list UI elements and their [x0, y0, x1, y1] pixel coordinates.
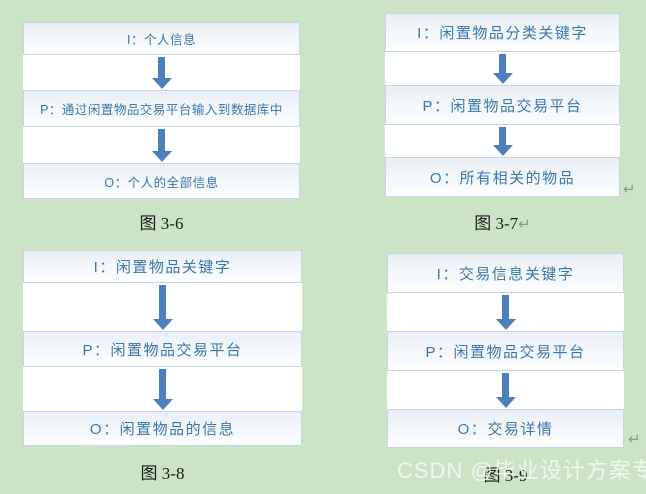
process-box-label: P：闲置物品交易平台: [425, 343, 586, 361]
down-arrow-icon: [492, 127, 513, 156]
arrow-cell: [385, 52, 620, 85]
output-box: O：所有相关的物品: [385, 157, 620, 197]
input-box: I：闲置物品分类关键字: [385, 13, 620, 52]
arrow-head: [495, 319, 516, 330]
arrow-stem: [502, 295, 509, 319]
output-box: O：交易详情: [387, 409, 624, 448]
paragraph-mark-icon: ↵: [623, 180, 636, 198]
ipo-diagram-3-6: I：个人信息 P：通过闲置物品交易平台输入到数据库中 O：个人的全部信息: [23, 22, 300, 199]
arrow-stem: [502, 373, 509, 397]
output-box-label: O：所有相关的物品: [429, 169, 576, 187]
input-box-label: I：个人信息: [127, 33, 196, 47]
down-arrow-icon: [151, 57, 172, 89]
input-box-label: I：闲置物品关键字: [93, 259, 232, 276]
arrow-stem: [159, 285, 166, 319]
down-arrow-icon: [152, 369, 173, 410]
process-box: P：闲置物品交易平台: [387, 331, 624, 371]
process-box: P：闲置物品交易平台: [385, 85, 620, 125]
output-box-label: O：个人的全部信息: [104, 175, 219, 190]
arrow-cell: [387, 293, 624, 331]
arrow-stem: [499, 127, 506, 145]
down-arrow-icon: [151, 129, 172, 162]
input-box: I：个人信息: [23, 22, 300, 55]
arrow-cell: [23, 127, 300, 163]
input-box-label: I：闲置物品分类关键字: [417, 25, 588, 42]
arrow-head: [492, 73, 513, 84]
arrow-head: [495, 397, 516, 408]
output-box-label: O：交易详情: [457, 421, 554, 438]
figure-caption-3-8: 图 3-8: [23, 459, 302, 484]
output-box-label: O：闲置物品的信息: [89, 421, 236, 438]
arrow-cell: [23, 55, 300, 90]
arrow-stem: [159, 369, 166, 399]
arrow-head: [152, 399, 173, 410]
figure-caption-3-6: 图 3-6: [23, 209, 300, 234]
input-box: I：交易信息关键字: [387, 253, 624, 293]
input-box: I：闲置物品关键字: [23, 250, 302, 283]
ipo-diagram-3-7: I：闲置物品分类关键字 P：闲置物品交易平台 O：所有相关的物品: [385, 13, 620, 197]
figure-caption-3-7: 图 3-7↵: [385, 209, 620, 234]
arrow-cell: [23, 283, 302, 331]
process-box-label: P：闲置物品交易平台: [82, 341, 243, 359]
caption-text: 图 3-8: [140, 464, 185, 483]
caption-text: 图 3-7: [474, 214, 519, 233]
process-box-label: P：通过闲置物品交易平台输入到数据库中: [40, 103, 283, 117]
paragraph-mark-icon: ↵: [628, 430, 641, 448]
arrow-head: [492, 145, 513, 156]
down-arrow-icon: [495, 295, 516, 330]
input-box-label: I：交易信息关键字: [436, 265, 575, 283]
arrow-cell: [387, 371, 624, 409]
down-arrow-icon: [152, 285, 173, 330]
caption-text: 图 3-6: [139, 214, 184, 233]
down-arrow-icon: [492, 54, 513, 84]
arrow-head: [151, 151, 172, 162]
arrow-stem: [158, 57, 165, 78]
process-box: P：闲置物品交易平台: [23, 331, 302, 367]
arrow-cell: [23, 367, 302, 411]
caption-text: 图 3-9: [483, 466, 528, 485]
process-box-label: P：闲置物品交易平台: [422, 97, 583, 115]
ipo-diagram-3-8: I：闲置物品关键字 P：闲置物品交易平台 O：闲置物品的信息: [23, 250, 302, 446]
process-box: P：通过闲置物品交易平台输入到数据库中: [23, 90, 300, 127]
arrow-head: [152, 319, 173, 330]
down-arrow-icon: [495, 373, 516, 408]
paragraph-mark-icon: ↵: [518, 215, 531, 233]
figure-caption-3-9: 图 3-9: [387, 461, 624, 486]
csdn-watermark: CSDN @毕业设计方案专家: [397, 458, 646, 483]
arrow-cell: [385, 125, 620, 157]
arrow-head: [151, 78, 172, 89]
arrow-stem: [158, 129, 165, 151]
output-box: O：闲置物品的信息: [23, 411, 302, 446]
output-box: O：个人的全部信息: [23, 163, 300, 199]
arrow-stem: [499, 54, 506, 73]
ipo-diagram-3-9: I：交易信息关键字 P：闲置物品交易平台 O：交易详情: [387, 253, 624, 448]
